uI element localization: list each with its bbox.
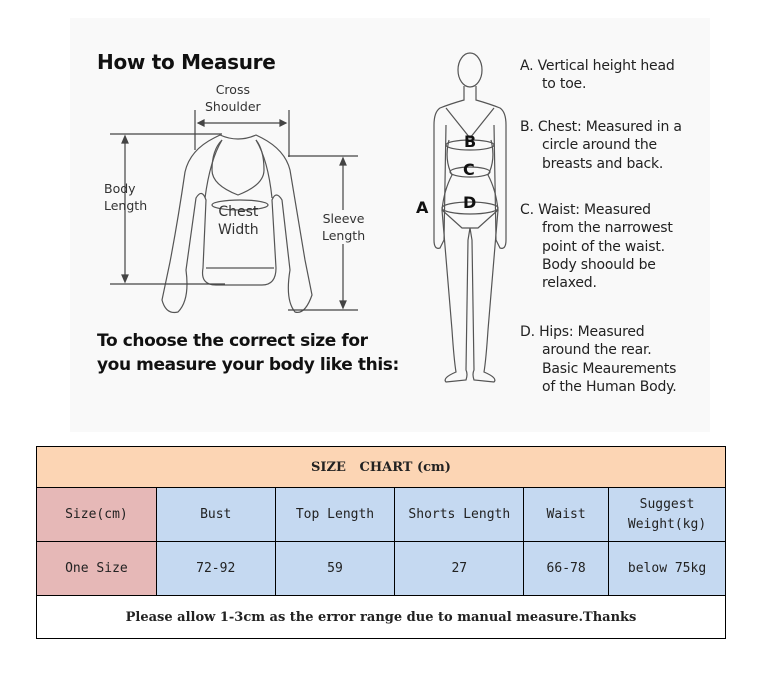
col-header-bust: Bust [155,487,276,542]
sweater-diagram [161,134,313,314]
cell-suggest-weight: below 75kg [608,541,726,596]
page-title: How to Measure [97,50,276,74]
col-header-top-length: Top Length [274,487,396,542]
desc-line: from the narrowest [542,220,673,237]
header-line: Suggest [639,496,695,512]
instruction-line: To choose the correct size for [97,331,368,351]
col-header-size: Size(cm) [36,487,157,542]
description-d: D. Hips: Measured around the rear. Basic… [520,323,677,396]
figure-letter-a: A [416,198,429,217]
col-header-shorts-length: Shorts Length [394,487,525,542]
figure-letter-b: B [464,132,477,151]
body-length-label: Body Length [104,180,147,214]
body-length-dimension [110,133,225,285]
label-line: Length [322,228,366,243]
label-line: Length [104,198,148,213]
desc-line: relaxed. [542,275,597,292]
cell-size: One Size [36,541,157,596]
description-a: A. Vertical height head to toe. [520,57,675,94]
size-chart-title: SIZE CHART (cm) [36,446,726,488]
chest-width-label: Chest Width [218,203,259,239]
cell-shorts-length: 27 [394,541,525,596]
desc-line: Body shoould be [542,256,656,273]
label-line: Cross [215,82,250,97]
table-row: One Size 72-92 59 27 66-78 below 75kg [36,541,726,596]
desc-line: A. Vertical height head [520,58,675,74]
desc-line: B. Chest: Measured in a [520,119,682,135]
label-line: Width [218,222,259,238]
figure-letter-c: C [463,160,475,179]
label-line: Chest [218,204,259,220]
sleeve-length-label: Sleeve Length [322,210,366,244]
human-figure [433,52,507,383]
label-line: Body [104,181,136,196]
header-line: Weight(kg) [627,516,707,532]
size-chart-table: SIZE CHART (cm) Size(cm) Bust Top Length… [36,446,726,639]
cell-bust: 72-92 [155,541,276,596]
note-row: Please allow 1-3cm as the error range du… [36,595,726,639]
col-header-suggest-weight: Suggest Weight(kg) [608,487,726,542]
label-line: Shoulder [205,99,261,114]
desc-line: D. Hips: Measured [520,324,645,340]
col-header-waist: Waist [523,487,610,542]
desc-line: of the Human Body. [542,378,677,395]
instruction-line: you measure your body like this: [97,355,399,375]
desc-line: circle around the [542,137,657,154]
desc-line: point of the waist. [542,238,665,255]
cell-waist: 66-78 [523,541,610,596]
desc-line: C. Waist: Measured [520,202,651,218]
desc-line: to toe. [542,76,587,93]
desc-line: breasts and back. [542,155,664,172]
cross-shoulder-dimension [194,110,290,157]
description-b: B. Chest: Measured in a circle around th… [520,118,682,173]
instruction-text: To choose the correct size for you measu… [97,329,399,377]
size-chart-title-text: SIZE CHART (cm) [311,459,451,475]
description-c: C. Waist: Measured from the narrowest po… [520,201,673,292]
label-line: Sleeve [322,211,365,226]
table-header-row: Size(cm) Bust Top Length Shorts Length W… [36,487,726,542]
cross-shoulder-label: Cross Shoulder [205,81,261,115]
size-chart-title-row: SIZE CHART (cm) [36,446,726,488]
figure-letter-d: D [463,193,477,212]
desc-line: Basic Meaurements [542,360,677,377]
measurement-note: Please allow 1-3cm as the error range du… [36,595,726,639]
cell-top-length: 59 [274,541,396,596]
desc-line: around the rear. [542,342,652,359]
